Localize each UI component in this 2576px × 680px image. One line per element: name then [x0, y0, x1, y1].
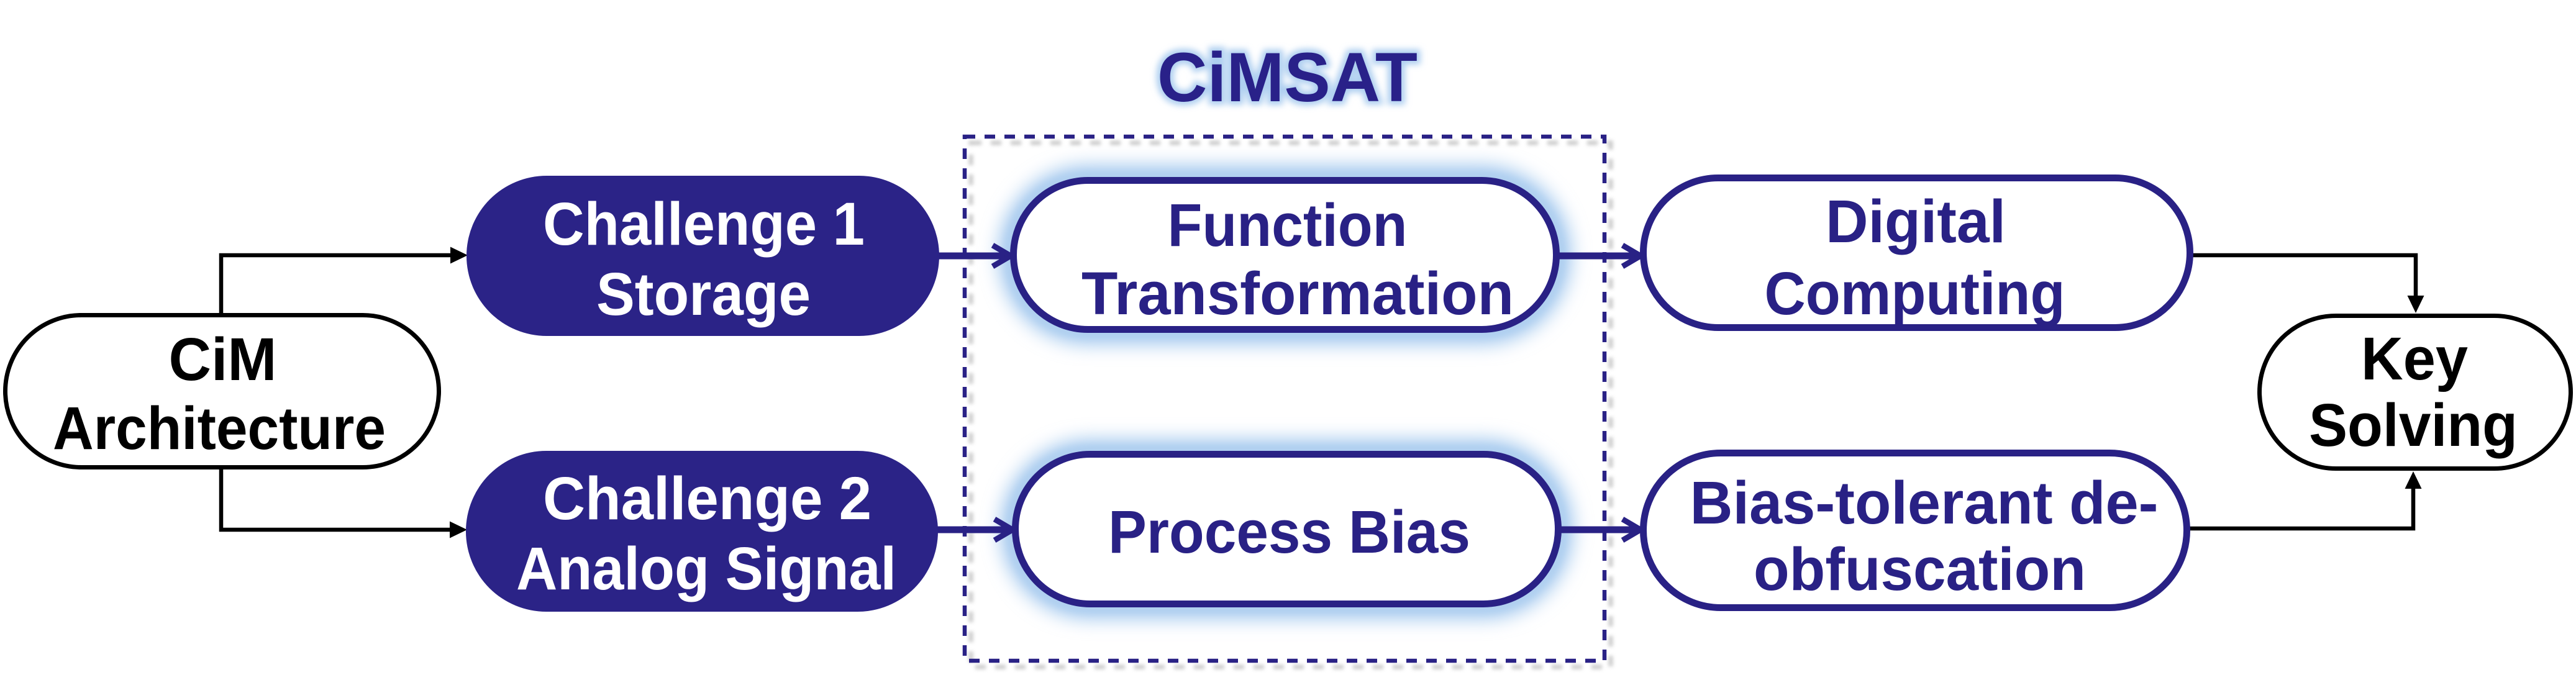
svg-text:Storage: Storage — [596, 260, 811, 328]
svg-text:Analog Signal: Analog Signal — [516, 535, 896, 602]
svg-text:CiMSAT: CiMSAT — [1157, 39, 1418, 116]
svg-text:CiM: CiM — [169, 325, 277, 393]
svg-text:Challenge 1: Challenge 1 — [543, 190, 865, 258]
svg-text:CiMSAT: CiMSAT — [1157, 39, 1418, 116]
svg-text:Architecture: Architecture — [53, 394, 386, 462]
svg-text:Key: Key — [2361, 325, 2468, 392]
svg-text:Computing: Computing — [1765, 260, 2065, 327]
svg-text:Transformation: Transformation — [1081, 260, 1514, 327]
svg-text:Bias-tolerant de-: Bias-tolerant de- — [1690, 469, 2159, 537]
svg-text:Challenge 2: Challenge 2 — [543, 465, 872, 532]
svg-text:Solving: Solving — [2309, 391, 2518, 459]
svg-text:obfuscation: obfuscation — [1754, 535, 2086, 603]
svg-text:Digital: Digital — [1826, 188, 2006, 255]
svg-text:Function: Function — [1168, 191, 1408, 259]
svg-text:Process Bias: Process Bias — [1108, 498, 1470, 566]
